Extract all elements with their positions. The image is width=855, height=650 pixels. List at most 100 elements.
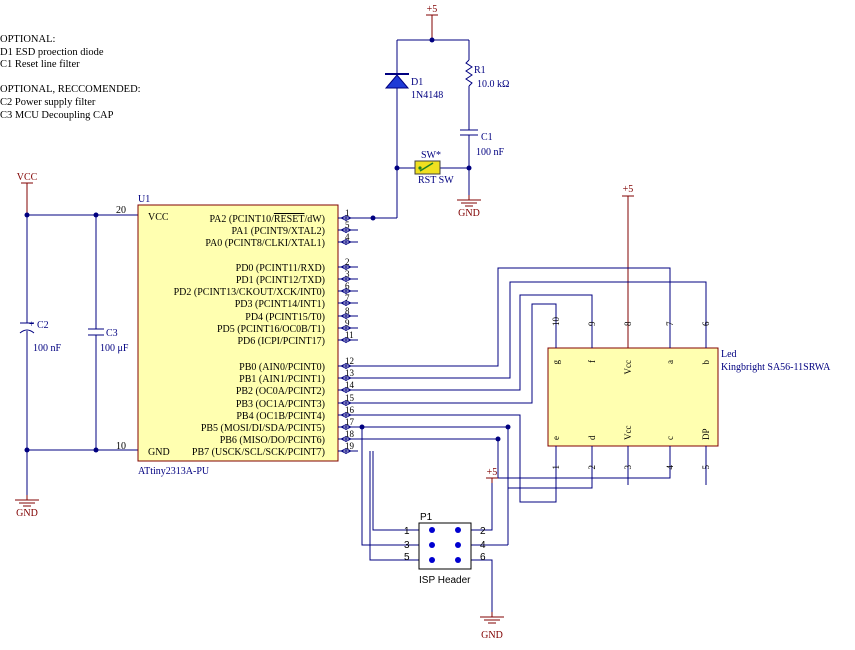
led-bottom-pin-label: d xyxy=(587,435,597,440)
led-top-pin-label: f xyxy=(587,360,597,363)
d1-value: 1N4148 xyxy=(411,90,443,101)
u1-pin-name: PB7 (USCK/SCL/SCK/PCINT7) xyxy=(192,447,325,458)
led-bottom-pin-number: 5 xyxy=(701,465,711,470)
u1-pin-name: PD0 (PCINT11/RXD) xyxy=(236,263,325,274)
gnd-symbol-isp xyxy=(480,612,504,624)
plus5-label-isp: +5 xyxy=(487,467,498,478)
u1-pin-name: PA0 (PCINT8/CLKI/XTAL1) xyxy=(205,238,325,249)
r1-value: 10.0 kΩ xyxy=(477,79,509,90)
isp-pin-number: 3 xyxy=(404,540,410,551)
led-bottom-pin-label: Vcc xyxy=(623,426,633,441)
switch-ref: SW* xyxy=(421,150,441,161)
u1-pin-number: 16 xyxy=(345,405,355,415)
u1-gnd-pin: 10 xyxy=(116,441,126,452)
u1-pin-name: PB6 (MISO/DO/PCINT6) xyxy=(220,435,325,446)
u1-pin-arrow xyxy=(345,275,352,283)
u1-body xyxy=(137,204,339,462)
gnd-symbol-c1 xyxy=(457,199,481,207)
reset-network xyxy=(396,14,478,218)
u1-gnd-label: GND xyxy=(148,447,170,458)
led-top-pin-number: 10 xyxy=(551,317,561,327)
u1-pin-name-part: PA2 (PCINT10/ xyxy=(210,214,275,225)
c2-ref: C2 xyxy=(37,320,49,331)
led-top-pin-label: g xyxy=(551,360,561,365)
gnd-symbol-left xyxy=(15,499,39,507)
u1-pin-number: 19 xyxy=(345,441,355,451)
u1-pin-name: PB0 (AIN0/PCINT0) xyxy=(239,362,325,373)
plus5-label-led: +5 xyxy=(623,184,634,195)
u1-pin-number: 17 xyxy=(345,417,355,427)
isp-pin-number: 5 xyxy=(404,552,410,563)
switch-value: RST SW xyxy=(418,175,454,186)
r1-ref: R1 xyxy=(474,65,486,76)
u1-pin-number: 4 xyxy=(345,232,350,242)
note-line: D1 ESD proection diode xyxy=(0,46,104,58)
isp-pin-number: 4 xyxy=(480,540,486,551)
c1-value: 100 nF xyxy=(476,147,505,158)
portb-wiring xyxy=(358,267,707,612)
u1-pin-number: 3 xyxy=(345,269,350,279)
isp-pin-number: 6 xyxy=(480,552,486,563)
c2-value: 100 nF xyxy=(33,343,62,354)
optional-notes: OPTIONAL: D1 ESD proection diode C1 Rese… xyxy=(0,34,190,150)
isp-pin-number: 2 xyxy=(480,526,486,537)
led-ref: Led xyxy=(721,349,737,360)
isp-pin-dots xyxy=(429,527,461,563)
gnd-label-left: GND xyxy=(16,508,38,519)
reset-switch-symbol xyxy=(414,160,441,175)
u1-pin-name: PB3 (OC1A/PCINT3) xyxy=(236,399,325,410)
led-top-pin-number: 6 xyxy=(701,321,711,326)
u1-pin-number: 7 xyxy=(345,293,350,303)
led-bottom-pin-label: DP xyxy=(701,428,711,440)
u1-pin-arrow xyxy=(345,423,352,431)
gnd-label-isp: GND xyxy=(481,630,503,641)
d1-ref: D1 xyxy=(411,77,423,88)
u1-pin-number: 5 xyxy=(345,220,350,230)
u1-pin-arrow xyxy=(345,411,352,419)
u1-pin-name: PA1 (PCINT9/XTAL2) xyxy=(231,226,325,237)
isp-ref: P1 xyxy=(420,512,433,523)
note-line: C2 Power supply filter xyxy=(0,96,96,108)
u1-vcc-pin: 20 xyxy=(116,205,126,216)
u1-pin-arrow xyxy=(345,447,352,455)
u1-pin-stubs xyxy=(338,214,358,455)
u1-pin-number: 8 xyxy=(345,306,350,316)
note-line: C3 MCU Decoupling CAP xyxy=(0,109,114,121)
u1-pin-number: 13 xyxy=(345,368,355,378)
led-top-pin-number: 7 xyxy=(665,321,675,326)
left-power-rail xyxy=(19,182,138,500)
led-bottom-pin-number: 3 xyxy=(623,465,633,470)
led-pin-stubs xyxy=(555,330,707,465)
u1-pin-arrow xyxy=(345,214,352,222)
u1-pin-arrow xyxy=(345,336,352,344)
led-display-body xyxy=(547,347,719,447)
u1-pin-name: PB5 (MOSI/DI/SDA/PCINT5) xyxy=(201,423,325,434)
u1-pin-name: PD4 (PCINT15/T0) xyxy=(245,312,325,323)
isp-vcc-power xyxy=(486,477,498,483)
u1-pin-arrow xyxy=(345,287,352,295)
led-top-pin-label: Vcc xyxy=(623,360,633,375)
d1-diode-symbol xyxy=(384,73,410,89)
led-top-pin-label: b xyxy=(701,360,711,365)
u1-pin-arrow xyxy=(345,263,352,271)
u1-pin-arrow xyxy=(345,226,352,234)
u1-pin-arrow xyxy=(345,374,352,382)
led-bottom-pin-number: 4 xyxy=(665,465,675,470)
u1-vcc-label: VCC xyxy=(148,212,169,223)
u1-pin-name-part: /dW) xyxy=(304,214,325,225)
u1-pin-arrow xyxy=(345,299,352,307)
u1-pin-arrow xyxy=(345,435,352,443)
plus5-label-top: +5 xyxy=(427,4,438,15)
u1-pin-number: 12 xyxy=(345,356,354,366)
u1-pin-name: PA2 (PCINT10/RESET/dW) xyxy=(210,214,325,225)
u1-pin-number: 11 xyxy=(345,330,354,340)
isp-header-body xyxy=(418,522,472,570)
led-top-pin-number: 8 xyxy=(623,321,633,326)
u1-part: ATtiny2313A-PU xyxy=(138,466,210,477)
u1-pin-number: 14 xyxy=(345,380,355,390)
led-bottom-pin-label: c xyxy=(665,436,675,440)
u1-pin-name: PB4 (OC1B/PCINT4) xyxy=(236,411,325,422)
